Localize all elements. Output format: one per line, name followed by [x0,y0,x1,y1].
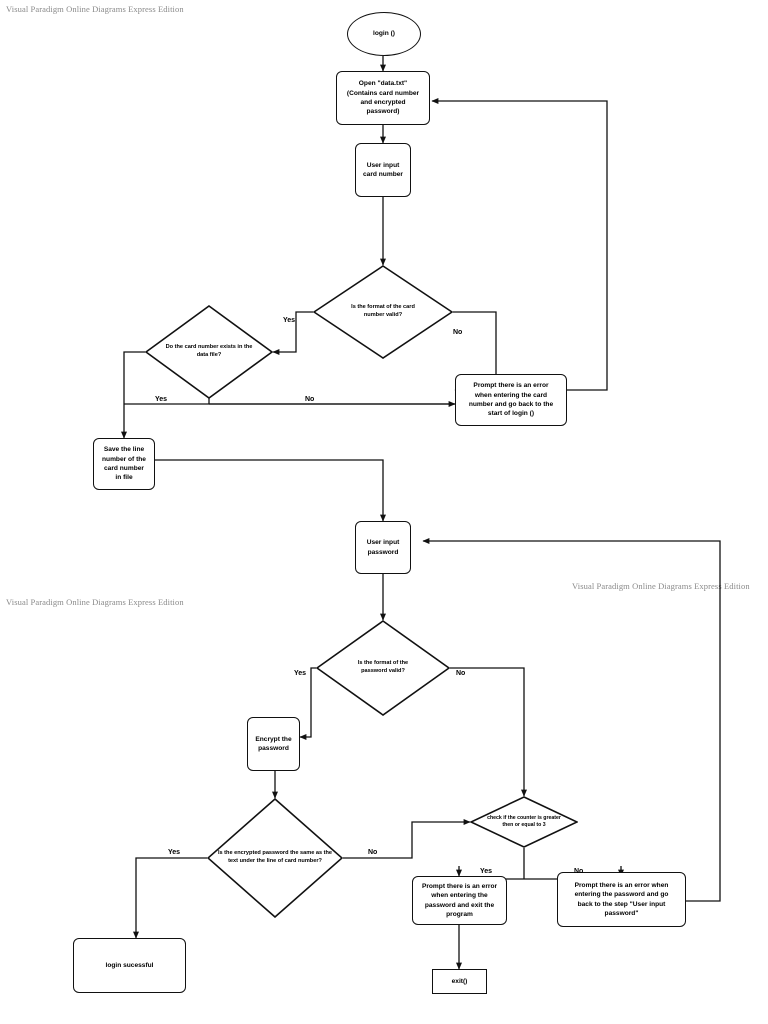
edge-label-counter-no: No [574,868,584,875]
node-decide-counter[interactable] [469,796,579,848]
node-input-password[interactable] [355,521,411,574]
edge-format-yes-to-exists [272,311,313,355]
edge-label-password-match-yes: Yes [168,849,181,856]
edge-exists-yes-to-save [121,351,145,439]
edge-match-no-to-counter [343,819,471,859]
edge-label-password-format-no: No [456,670,466,677]
watermark-top-left: Visual Paradigm Online Diagrams Express … [6,4,184,14]
node-decide-password-match[interactable] [206,797,344,919]
edge-label-password-match-no: No [368,849,378,856]
edge-label-counter-yes: Yes [480,868,493,875]
edge-label-password-format-yes: Yes [294,670,307,677]
node-exit[interactable] [432,969,487,994]
node-open-file[interactable] [336,71,430,125]
node-start[interactable] [347,12,421,56]
edge-prompt-card-back-to-open [431,98,608,391]
edge-prompt-retry-back-to-input-password [422,538,721,902]
node-encrypt-password[interactable] [247,717,300,771]
edge-password-format-yes-to-encrypt [299,667,316,740]
node-decide-card-format[interactable] [312,265,454,359]
node-prompt-card-error[interactable] [455,374,567,426]
edge-label-card-format-no: No [453,329,463,336]
watermark-middle-right: Visual Paradigm Online Diagrams Express … [572,581,750,591]
edge-password-format-no-to-counter [450,667,527,797]
node-prompt-password-retry[interactable] [557,872,686,927]
watermark-middle-left: Visual Paradigm Online Diagrams Express … [6,597,184,607]
edge-save-to-input-password [155,459,386,522]
edge-label-card-exists-no: No [305,396,315,403]
node-decide-card-exists[interactable] [144,305,274,399]
node-save-line-number[interactable] [93,438,155,490]
node-input-card[interactable] [355,143,411,197]
edge-match-yes-to-login-successful [133,857,207,939]
edge-label-card-format-yes: Yes [283,317,296,324]
node-login-successful[interactable] [73,938,186,993]
edge-label-card-exists-yes: Yes [155,396,168,403]
node-decide-password-format[interactable] [315,620,451,716]
node-prompt-password-exit[interactable] [412,876,507,925]
